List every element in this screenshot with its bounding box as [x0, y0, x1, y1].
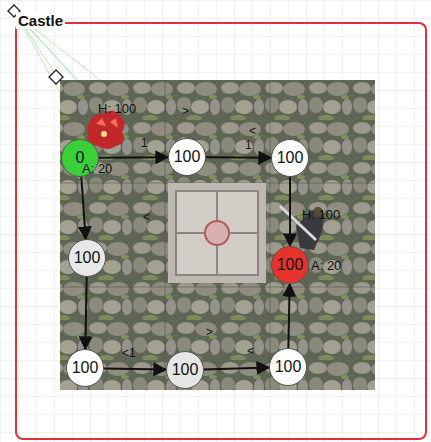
health-label: H: 100 [98, 101, 136, 116]
path-arrow [288, 284, 289, 348]
node-value: 100 [74, 249, 101, 267]
node-value: 100 [275, 358, 302, 376]
path-node: 100 [68, 239, 106, 277]
path-arrow [206, 156, 271, 159]
node-value: 100 [174, 148, 201, 166]
node-value: 100 [277, 149, 304, 167]
path-arrow [289, 177, 291, 246]
node-value: 100 [72, 359, 99, 377]
path-node: 100 [269, 348, 307, 386]
direction-mark: > [206, 325, 213, 339]
direction-mark: > [182, 104, 189, 118]
node-value: 100 [277, 256, 304, 274]
path-arrow [99, 156, 168, 159]
health-label: H: 100 [302, 207, 340, 222]
path-node: 100 [271, 139, 309, 177]
path-arrow [204, 368, 269, 370]
path-node: 100 [66, 349, 104, 387]
castle-region: Castle0100100100100100100100 [15, 22, 427, 440]
path-arrow [104, 368, 166, 369]
path-node: 100 [166, 351, 204, 389]
direction-mark: < [143, 210, 150, 224]
attack-label: A: 20 [311, 258, 341, 273]
path-node: 100 [168, 138, 206, 176]
path-arrow [85, 277, 86, 349]
step-mark: <1 [122, 346, 136, 360]
step-mark: 1 [141, 136, 148, 150]
direction-mark: < [247, 344, 254, 358]
direction-mark: < [249, 124, 256, 138]
enemy-node: 100 [271, 246, 309, 284]
step-mark: 1 [245, 138, 252, 152]
region-title: Castle [16, 12, 65, 29]
node-value: 100 [172, 361, 199, 379]
path-arrow [81, 177, 85, 239]
attack-label: A: 20 [82, 161, 112, 176]
